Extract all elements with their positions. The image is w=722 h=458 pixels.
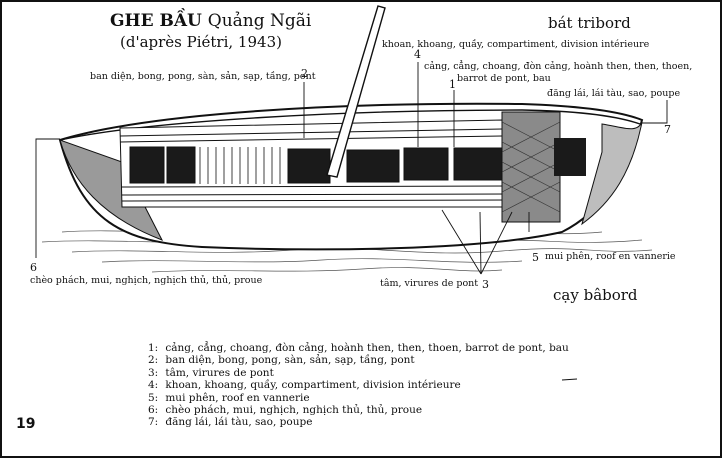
label-barrot: cảng, cẳng, choang, đòn cảng, hoành then… [424,61,693,72]
label-roof: mui phên, roof en vannerie [545,251,676,262]
legend-row: 7: đăng lái, lái tàu, sao, poupe [148,416,313,429]
callout-6: 6 [30,261,37,274]
legend-row: 4: khoan, khoang, quầy, compartiment, di… [148,379,461,392]
legend-row: 5: mui phên, roof en vannerie [148,391,310,404]
callout-3: 3 [482,278,489,291]
compartments [129,146,503,184]
callout-5: 5 [532,251,539,264]
place-name: Quảng Ngãi [207,11,312,31]
label-virures: tâm, virures de pont [380,278,479,289]
legend-row: 2: ban diện, bong, pong, sàn, sản, sạp, … [148,354,415,367]
callout-1: 1 [449,78,456,91]
legend-row: 3: tâm, virures de pont [148,366,274,379]
label-pont: ban diện, bong, pong, sàn, sản, sạp, tần… [90,71,316,82]
callout-7: 7 [664,123,671,136]
callout-4: 4 [414,48,421,61]
port-label: cạy bâbord [553,286,638,304]
figure-title: GHE BẦU Quảng Ngãi [110,12,311,31]
figure-subtitle: (d'après Piétri, 1943) [120,33,282,51]
page-number: 19 [16,416,36,432]
legend-row: 6: chèo phách, mui, nghịch, nghịch thủ, … [148,404,423,417]
stern-cabin [554,138,586,176]
leader-lines [35,62,668,275]
starboard-label: bát tribord [548,14,631,32]
label-compartment: khoan, khoang, quầy, compartiment, divis… [382,39,650,50]
legend-row: 1: cảng, cẳng, choang, đòn cảng, hoành t… [148,342,569,354]
label-poupe: đăng lái, lái tàu, sao, poupe [547,88,681,99]
mast [326,5,386,178]
stern-hull [581,121,643,226]
boat-name: GHE BẦU [110,11,202,31]
label-barrot-2: barrot de pont, bau [457,73,551,84]
deck-planks [199,147,281,184]
label-proue: chèo phách, mui, nghịch, nghịch thủ, thủ… [30,275,263,286]
legend: 1: cảng, cẳng, choang, đòn cảng, hoành t… [148,342,569,429]
woven-roof [501,111,561,223]
callout-2: 2 [301,67,308,80]
bow-hull [59,139,164,241]
